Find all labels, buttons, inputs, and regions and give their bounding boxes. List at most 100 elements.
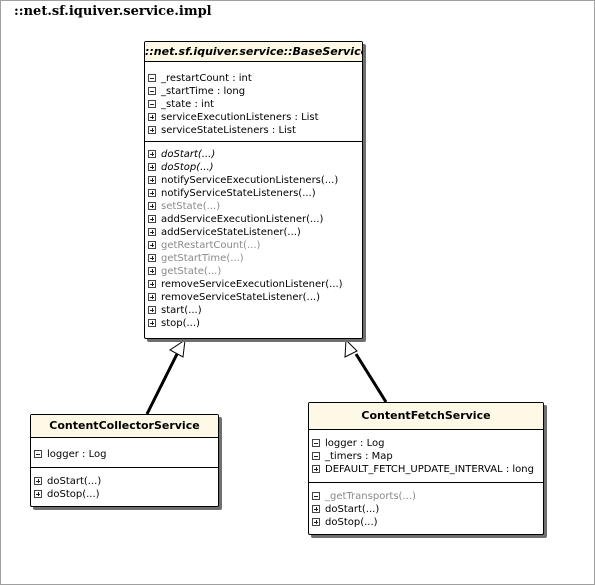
attribute-row[interactable]: _restartCount : int (145, 72, 362, 85)
attribute-label: serviceStateListeners : List (161, 125, 296, 136)
public-visibility-icon (148, 267, 156, 275)
operation-row[interactable]: doStop(...) (309, 516, 543, 529)
operation-row[interactable]: _getTransports(...) (309, 490, 543, 503)
public-visibility-icon (148, 280, 156, 288)
protected-visibility-icon (312, 505, 320, 513)
attribute-label: logger : Log (325, 438, 385, 449)
public-visibility-icon (148, 306, 156, 314)
attribute-row[interactable]: logger : Log (31, 448, 218, 461)
operation-row[interactable]: getStartTime(...) (145, 252, 362, 265)
private-visibility-icon (148, 74, 156, 82)
class-content-collector-service[interactable]: ContentCollectorService logger : Log doS… (30, 414, 219, 507)
public-visibility-icon (148, 293, 156, 301)
operation-row[interactable]: start(...) (145, 304, 362, 317)
operation-row[interactable]: doStop(...) (31, 488, 218, 501)
operation-label: getStartTime(...) (161, 253, 244, 264)
private-visibility-icon (148, 100, 156, 108)
public-visibility-icon (148, 319, 156, 327)
attribute-row[interactable]: _timers : Map (309, 450, 543, 463)
operations-compartment: doStart(...) doStop(...) (31, 468, 218, 505)
operation-row[interactable]: addServiceExecutionListener(...) (145, 213, 362, 226)
operation-label: start(...) (161, 305, 202, 316)
public-visibility-icon (148, 228, 156, 236)
private-visibility-icon (312, 492, 320, 500)
protected-visibility-icon (148, 202, 156, 210)
package-title: ::net.sf.iquiver.service.impl (14, 4, 212, 19)
attribute-label: DEFAULT_FETCH_UPDATE_INTERVAL : long (325, 464, 534, 475)
operation-label: notifyServiceExecutionListeners(...) (161, 175, 339, 186)
attribute-row[interactable]: _state : int (145, 98, 362, 111)
attribute-row[interactable]: serviceStateListeners : List (145, 124, 362, 137)
protected-visibility-icon (148, 176, 156, 184)
attribute-label: _state : int (161, 99, 215, 110)
attribute-label: _restartCount : int (161, 73, 252, 84)
operation-row[interactable]: getState(...) (145, 265, 362, 278)
attribute-row[interactable]: logger : Log (309, 437, 543, 450)
attributes-compartment: logger : Log (31, 438, 218, 468)
operation-row[interactable]: getRestartCount(...) (145, 239, 362, 252)
operation-label: removeServiceStateListener(...) (161, 292, 320, 303)
public-visibility-icon (148, 215, 156, 223)
operation-label: getState(...) (161, 266, 222, 277)
attribute-row[interactable]: DEFAULT_FETCH_UPDATE_INTERVAL : long (309, 463, 543, 476)
operation-label: doStart(...) (47, 476, 102, 487)
operation-row[interactable]: doStart(...) (31, 475, 218, 488)
private-visibility-icon (148, 87, 156, 95)
public-visibility-icon (148, 126, 156, 134)
generalization-arrowhead-collector (169, 338, 186, 358)
operation-label: addServiceExecutionListener(...) (161, 214, 324, 225)
operation-label: removeServiceExecutionListener(...) (161, 279, 343, 290)
attribute-label: _timers : Map (325, 451, 393, 462)
protected-visibility-icon (148, 163, 156, 171)
operation-label: doStart(...) (325, 504, 380, 515)
class-name-collector: ContentCollectorService (31, 415, 218, 438)
private-visibility-icon (312, 439, 320, 447)
operation-label: stop(...) (161, 318, 200, 329)
public-visibility-icon (148, 113, 156, 121)
class-name-base-service: ::net.sf.iquiver.service::BaseService (145, 42, 362, 62)
operation-row[interactable]: setState(...) (145, 200, 362, 213)
private-visibility-icon (312, 452, 320, 460)
operation-row[interactable]: doStart(...) (309, 503, 543, 516)
protected-visibility-icon (34, 477, 42, 485)
operation-label: setState(...) (161, 201, 221, 212)
generalization-line-fetch (354, 353, 388, 403)
protected-visibility-icon (148, 150, 156, 158)
operation-row[interactable]: removeServiceExecutionListener(...) (145, 278, 362, 291)
operation-label: doStop(...) (325, 517, 378, 528)
operation-row[interactable]: addServiceStateListener(...) (145, 226, 362, 239)
generalization-line-collector (145, 353, 179, 415)
protected-visibility-icon (34, 490, 42, 498)
operations-compartment: doStart(...) doStop(...) notifyServiceExec… (145, 142, 362, 334)
operation-label: doStop(...) (161, 162, 214, 173)
class-base-service[interactable]: ::net.sf.iquiver.service::BaseService _r… (144, 41, 363, 339)
operation-row[interactable]: removeServiceStateListener(...) (145, 291, 362, 304)
operation-row[interactable]: doStart(...) (145, 148, 362, 161)
operation-label: notifyServiceStateListeners(...) (161, 188, 316, 199)
operation-label: addServiceStateListener(...) (161, 227, 301, 238)
class-content-fetch-service[interactable]: ContentFetchService logger : Log_timers … (308, 402, 544, 535)
operation-label: doStop(...) (47, 489, 100, 500)
attribute-label: logger : Log (47, 449, 107, 460)
operation-row[interactable]: doStop(...) (145, 161, 362, 174)
attribute-row[interactable]: serviceExecutionListeners : List (145, 111, 362, 124)
operation-label: doStart(...) (161, 149, 216, 160)
private-visibility-icon (34, 450, 42, 458)
protected-visibility-icon (312, 518, 320, 526)
generalization-arrowhead-fetch (344, 338, 358, 358)
public-visibility-icon (312, 465, 320, 473)
attributes-compartment: _restartCount : int _startTime : long _sta… (145, 62, 362, 142)
operation-row[interactable]: stop(...) (145, 317, 362, 330)
public-visibility-icon (148, 241, 156, 249)
public-visibility-icon (148, 254, 156, 262)
attribute-label: _startTime : long (161, 86, 246, 97)
operation-label: _getTransports(...) (325, 491, 416, 502)
protected-visibility-icon (148, 189, 156, 197)
operation-label: getRestartCount(...) (161, 240, 261, 251)
attribute-row[interactable]: _startTime : long (145, 85, 362, 98)
operation-row[interactable]: notifyServiceStateListeners(...) (145, 187, 362, 200)
operation-row[interactable]: notifyServiceExecutionListeners(...) (145, 174, 362, 187)
